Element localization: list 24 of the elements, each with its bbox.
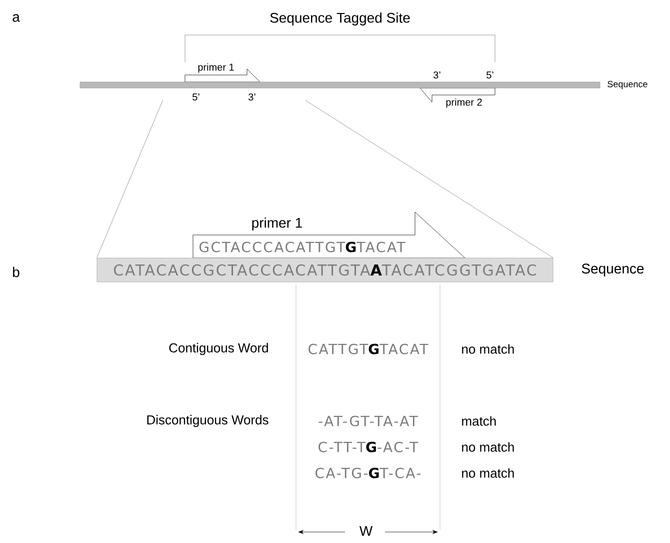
result-label: no match [462,468,514,478]
zoom-line [305,100,554,258]
end-label: 3’ [433,71,440,79]
sequence-label: Sequence [608,80,648,90]
word-sequence: -AT-GT-TA-AT [318,416,418,426]
sequence-bar [80,82,600,88]
word-sequence: C-TT-TG-AC-T [318,442,418,452]
row-label: Discontiguous Words [147,414,268,428]
zoom-line [96,100,163,258]
end-label: 5’ [486,72,494,78]
title: Sequence Tagged Site [270,12,410,26]
result-label: no match [462,442,514,452]
word-sequence: CA-TG-GT-CA- [316,468,421,478]
end-label: 5’ [192,94,200,100]
panel-label: a [12,14,20,22]
width-label: W [359,526,373,536]
row-label: Contiguous Word [169,342,268,356]
sequence-label: Sequence [582,264,644,276]
sequence-bar: CATACACCGCTACCCACATTGTAATACATCGGTGATAC [96,258,554,282]
word-sequence: CATTGTGTACAT [308,344,428,354]
result-label: match [462,416,496,426]
end-label: 3’ [248,93,256,101]
panel-label: b [13,266,20,278]
result-label: no match [462,344,514,354]
